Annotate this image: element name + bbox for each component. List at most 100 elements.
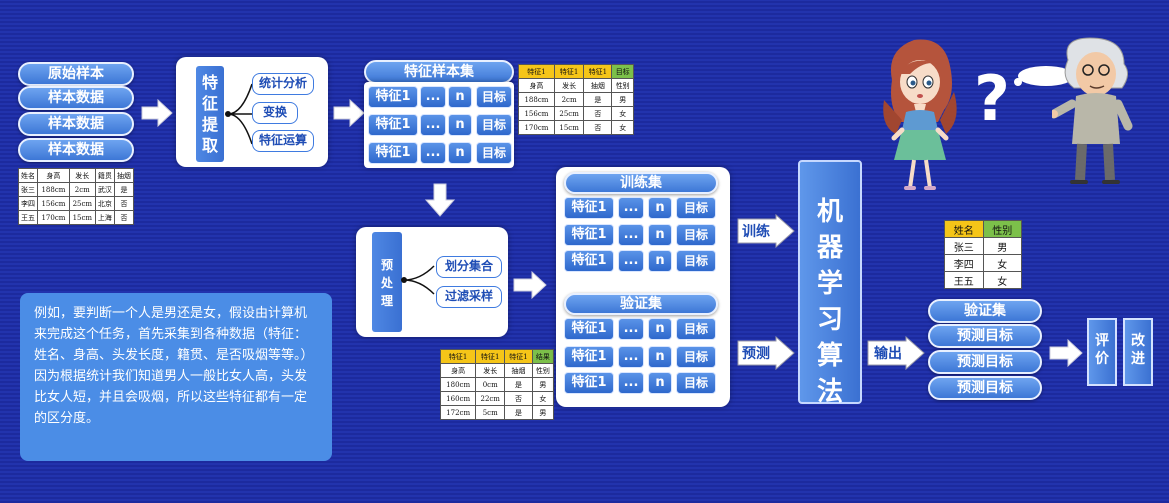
- target-cell: 目标: [676, 372, 716, 394]
- table-cell: 性别: [611, 78, 634, 93]
- preprocess-item-filter[interactable]: 过滤采样: [436, 286, 502, 308]
- table-cell: 否: [583, 120, 613, 135]
- arrow-down-icon: [424, 183, 456, 217]
- improve-label: 改进: [1131, 333, 1145, 367]
- table-cell: 25cm: [68, 196, 96, 211]
- table-cell: 姓名: [17, 168, 39, 183]
- preprocess-table: 特征1 特征1 特征1 结果 身高 发长 抽烟 性别 180cm 0cm 是 男…: [439, 349, 555, 420]
- table-row: 170cm 15cm 否 女: [518, 120, 634, 135]
- feature-cell: 特征1: [368, 142, 418, 164]
- target-cell: 目标: [676, 197, 716, 219]
- arrow-right-icon: [867, 336, 925, 370]
- table-cell: 抽烟: [113, 168, 135, 183]
- table-cell: 女: [531, 391, 555, 406]
- ml-algorithm-box: 机器学习算法: [798, 160, 862, 407]
- raw-sample-item[interactable]: 样本数据: [18, 138, 134, 162]
- table-cell: 5cm: [475, 405, 506, 420]
- target-cell: 目标: [476, 114, 512, 136]
- arrow-right-icon: [141, 98, 173, 128]
- table-cell: 发长: [553, 78, 585, 93]
- table-cell: 李四: [17, 196, 39, 211]
- table-cell: 张三: [944, 237, 984, 255]
- arrow-right-icon: [1049, 338, 1083, 368]
- preprocess-title: 预处理: [372, 232, 402, 332]
- arrow-right-icon: [737, 336, 795, 370]
- improve-box[interactable]: 改进: [1123, 318, 1153, 386]
- table-cell: 抽烟: [504, 363, 533, 378]
- feature-set-title: 特征样本集: [364, 60, 514, 84]
- old-man-illustration: [1052, 37, 1133, 184]
- extract-item-statistics[interactable]: 统计分析: [252, 73, 314, 95]
- table-cell: 男: [531, 405, 555, 420]
- table-row: 156cm 25cm 否 女: [518, 106, 634, 121]
- ellipsis-cell: ...: [420, 142, 446, 164]
- raw-sample-title: 原始样本: [18, 62, 134, 86]
- n-cell: n: [448, 86, 472, 108]
- branch-connector-icon: [225, 83, 253, 145]
- table-row: 张三 男: [944, 237, 1022, 255]
- ellipsis-cell: ...: [420, 114, 446, 136]
- table-cell: 15cm: [68, 210, 96, 225]
- ellipsis-cell: ...: [618, 346, 644, 368]
- table-cell: 女: [982, 254, 1022, 272]
- table-cell: 性别: [531, 363, 555, 378]
- raw-sample-item[interactable]: 样本数据: [18, 86, 134, 110]
- table-cell: 女: [982, 271, 1022, 289]
- table-cell: 否: [113, 210, 135, 225]
- table-cell: 特征1: [553, 64, 585, 79]
- table-header-row: 特征1 特征1 特征1 目标: [518, 64, 634, 79]
- train-set-title: 训练集: [564, 172, 718, 194]
- n-cell: n: [448, 142, 472, 164]
- table-row: 172cm 5cm 是 男: [439, 405, 555, 420]
- predicted-target-item[interactable]: 预测目标: [928, 376, 1042, 400]
- feature-cell: 特征1: [564, 318, 614, 340]
- table-cell: 156cm: [518, 106, 555, 121]
- table-cell: 男: [531, 377, 555, 392]
- feature-extraction-title-text: 特征提取: [201, 73, 218, 155]
- table-cell: 姓名: [944, 220, 984, 238]
- n-cell: n: [448, 114, 472, 136]
- example-note-text: 例如，要判断一个人是男还是女，假设由计算机来完成这个任务，首先采集到各种数据（特…: [34, 306, 314, 426]
- table-cell: 北京: [94, 196, 115, 211]
- output-arrow-label: 输出: [874, 346, 902, 362]
- table-cell: 结果: [531, 349, 555, 364]
- preprocess-title-text: 预处理: [380, 258, 393, 308]
- table-row: 王五 170cm 15cm 上海 否: [17, 210, 135, 225]
- target-cell: 目标: [676, 346, 716, 368]
- target-cell: 目标: [676, 318, 716, 340]
- table-cell: 上海: [94, 210, 115, 225]
- table-cell: 25cm: [553, 106, 585, 121]
- n-cell: n: [648, 346, 672, 368]
- extract-item-transform[interactable]: 变换: [252, 102, 298, 124]
- raw-sample-item[interactable]: 样本数据: [18, 112, 134, 136]
- arrow-right-icon: [333, 98, 365, 128]
- table-cell: 是: [113, 182, 135, 197]
- table-cell: 特征1: [475, 349, 506, 364]
- raw-sample-table: 姓名 身高 发长 籍贯 抽烟 张三 188cm 2cm 武汉 是 李四 156c…: [17, 168, 135, 225]
- table-cell: 男: [982, 237, 1022, 255]
- table-cell: 160cm: [439, 391, 477, 406]
- preprocess-item-split[interactable]: 划分集合: [436, 256, 502, 278]
- ellipsis-cell: ...: [420, 86, 446, 108]
- evaluate-box[interactable]: 评价: [1087, 318, 1117, 386]
- table-cell: 是: [504, 377, 533, 392]
- ellipsis-cell: ...: [618, 372, 644, 394]
- n-cell: n: [648, 318, 672, 340]
- extract-item-compute[interactable]: 特征运算: [252, 130, 314, 152]
- table-cell: 男: [611, 92, 634, 107]
- table-cell: 22cm: [475, 391, 506, 406]
- table-cell: 172cm: [439, 405, 477, 420]
- predicted-target-item[interactable]: 预测目标: [928, 350, 1042, 374]
- table-cell: 发长: [68, 168, 96, 183]
- feature-cell: 特征1: [368, 86, 418, 108]
- table-row: 身高 发长 抽烟 性别: [518, 78, 634, 93]
- table-row: 张三 188cm 2cm 武汉 是: [17, 182, 135, 197]
- target-cell: 目标: [476, 142, 512, 164]
- table-cell: 170cm: [518, 120, 555, 135]
- table-header-row: 姓名 性别: [944, 220, 1022, 238]
- predicted-target-item[interactable]: 预测目标: [928, 324, 1042, 348]
- n-cell: n: [648, 197, 672, 219]
- table-cell: 188cm: [37, 182, 70, 197]
- feature-cell: 特征1: [564, 250, 614, 272]
- table-cell: 女: [611, 120, 634, 135]
